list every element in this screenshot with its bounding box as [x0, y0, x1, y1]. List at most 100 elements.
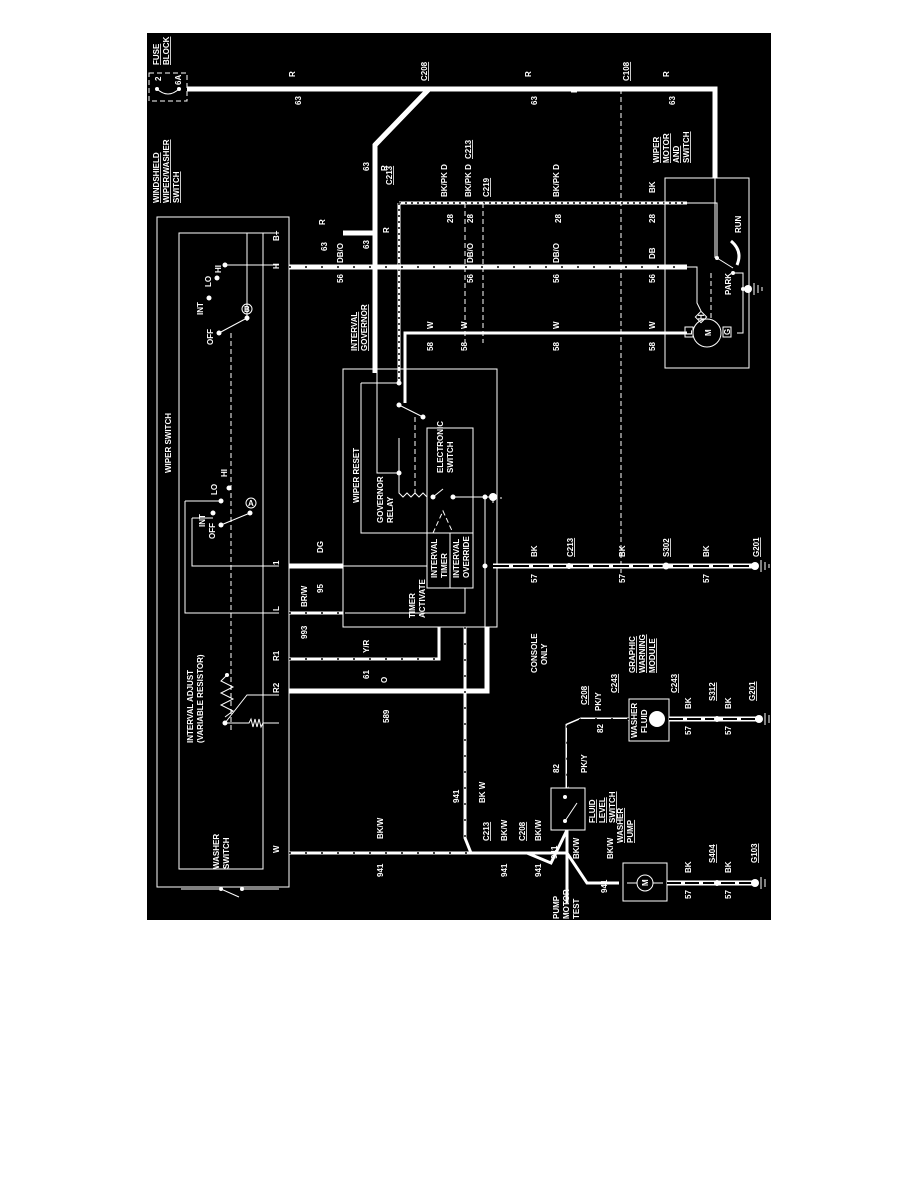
svg-text:BK/W: BK/W [606, 837, 615, 859]
svg-text:O: O [380, 677, 389, 683]
svg-text:941: 941 [452, 789, 461, 803]
svg-text:RUN: RUN [734, 215, 743, 233]
svg-text:BK/PK D: BK/PK D [440, 164, 449, 197]
svg-text:BK: BK [684, 861, 693, 873]
svg-text:61: 61 [362, 670, 371, 679]
svg-text:941: 941 [534, 863, 543, 877]
svg-text:W: W [552, 321, 561, 329]
svg-text:M: M [641, 879, 650, 886]
svg-text:57: 57 [724, 726, 733, 735]
connector-c213-ground: C213 [566, 537, 575, 557]
fluid-level-switch: FLUID LEVEL SWITCH [550, 787, 617, 831]
svg-text:6A: 6A [174, 75, 183, 85]
svg-text:BK: BK [684, 697, 693, 709]
svg-text:BK: BK [702, 545, 711, 557]
svg-text:GOVERNOR: GOVERNOR [376, 476, 385, 523]
svg-text:DG: DG [316, 541, 325, 553]
wiring-diagram: 2 6A FUSE BLOCK R 63 R 63 R 63 R 63 R 63… [147, 33, 771, 920]
svg-text:BK/PK D: BK/PK D [552, 164, 561, 197]
svg-text:MOTOR: MOTOR [662, 133, 671, 163]
pump-motor-test: PUMP MOTOR TEST [552, 889, 581, 919]
svg-text:R: R [288, 71, 297, 77]
svg-text:SWITCH: SWITCH [446, 441, 455, 473]
svg-text:FLUID: FLUID [640, 709, 649, 733]
svg-text:BK: BK [618, 545, 627, 557]
svg-text:R: R [662, 71, 671, 77]
connector-c208-top: C208 [420, 61, 429, 81]
svg-text:TIMER: TIMER [440, 553, 449, 578]
svg-text:BK: BK [530, 545, 539, 557]
connector-c108: C108 [622, 61, 631, 81]
svg-text:INT: INT [196, 302, 205, 315]
svg-text:PUMP: PUMP [626, 819, 635, 843]
fuse-block: 2 6A FUSE BLOCK [148, 36, 188, 102]
svg-text:SWITCH: SWITCH [682, 131, 691, 163]
svg-text:OVERRIDE: OVERRIDE [462, 536, 471, 578]
svg-text:SWITCH: SWITCH [222, 837, 231, 869]
svg-text:WIPER/WASHER: WIPER/WASHER [162, 139, 171, 203]
svg-text:63: 63 [362, 240, 371, 249]
svg-text:57: 57 [724, 890, 733, 899]
connector-c213-washer: C213 [482, 821, 491, 841]
svg-text:G: G [723, 329, 732, 335]
ground-g103: G103 [750, 843, 759, 863]
connector-c219: C219 [482, 177, 491, 197]
svg-text:AND: AND [672, 145, 681, 163]
svg-text:WASHER: WASHER [616, 808, 625, 843]
svg-text:28: 28 [466, 214, 475, 223]
svg-text:H: H [697, 314, 706, 320]
graphic-warning-module: GRAPHIC WARNING MODULE WASHER FLUID [628, 634, 670, 742]
svg-text:63: 63 [668, 96, 677, 105]
svg-text:WIPER RESET: WIPER RESET [352, 448, 361, 503]
svg-text:63: 63 [320, 242, 329, 251]
svg-text:OFF: OFF [206, 329, 215, 345]
svg-text:WASHER: WASHER [630, 703, 639, 738]
svg-text:LO: LO [210, 484, 219, 495]
svg-text:58: 58 [552, 342, 561, 351]
svg-text:HI: HI [214, 265, 223, 273]
ground-g201-b: G201 [748, 681, 757, 701]
svg-text:DB: DB [648, 247, 657, 259]
svg-text:(VARIABLE RESISTOR): (VARIABLE RESISTOR) [196, 654, 205, 743]
wire-61-yr: Y/R 61 [289, 627, 441, 679]
svg-text:R2: R2 [272, 682, 281, 693]
svg-text:28: 28 [554, 214, 563, 223]
interval-governor: INTERVAL GOVERNOR WIPER RESET GOVERNOR R… [342, 304, 502, 628]
svg-text:82: 82 [596, 724, 605, 733]
svg-text:63: 63 [362, 162, 371, 171]
svg-text:941: 941 [600, 879, 609, 893]
svg-text:L: L [685, 330, 694, 335]
connector-c213-mid: C213 [464, 139, 473, 159]
svg-text:57: 57 [684, 726, 693, 735]
svg-text:58: 58 [460, 342, 469, 351]
svg-text:BK/W: BK/W [376, 817, 385, 839]
svg-text:941: 941 [550, 845, 559, 859]
svg-text:DB/O: DB/O [552, 243, 561, 263]
svg-text:FLUID: FLUID [588, 799, 597, 823]
svg-text:W: W [426, 321, 435, 329]
svg-text:R1: R1 [272, 650, 281, 661]
svg-text:56: 56 [552, 274, 561, 283]
connector-c213-top: C213 [385, 165, 394, 185]
interval-adjust-resistor: INTERVAL ADJUST (VARIABLE RESISTOR) [186, 654, 279, 743]
connector-c208-washer: C208 [518, 821, 527, 841]
svg-text:ELECTRONIC: ELECTRONIC [436, 421, 445, 473]
svg-text:WARNING: WARNING [638, 634, 647, 673]
svg-text:M: M [704, 329, 713, 336]
svg-text:589: 589 [382, 709, 391, 723]
svg-text:TIMER: TIMER [408, 593, 417, 618]
svg-text:SWITCH: SWITCH [172, 171, 181, 203]
svg-text:RELAY: RELAY [386, 496, 395, 523]
svg-text:28: 28 [446, 214, 455, 223]
svg-text:BK W: BK W [478, 781, 487, 803]
svg-text:B+: B+ [272, 230, 281, 241]
svg-text:W: W [460, 321, 469, 329]
wiper-switch-section-b: B OFF INT LO HI [196, 232, 279, 733]
svg-text:FUSE: FUSE [152, 43, 161, 65]
svg-text:TEST: TEST [572, 898, 581, 919]
svg-text:58: 58 [648, 342, 657, 351]
wire-993-brw: BR/W 993 [289, 585, 343, 639]
wire-56-dbo: DB/O 56 DB/O 56 DB/O 56 DB 56 [289, 243, 687, 283]
wire-941-bkw: 941 BK W [452, 627, 487, 854]
svg-text:BK/W: BK/W [500, 819, 509, 841]
